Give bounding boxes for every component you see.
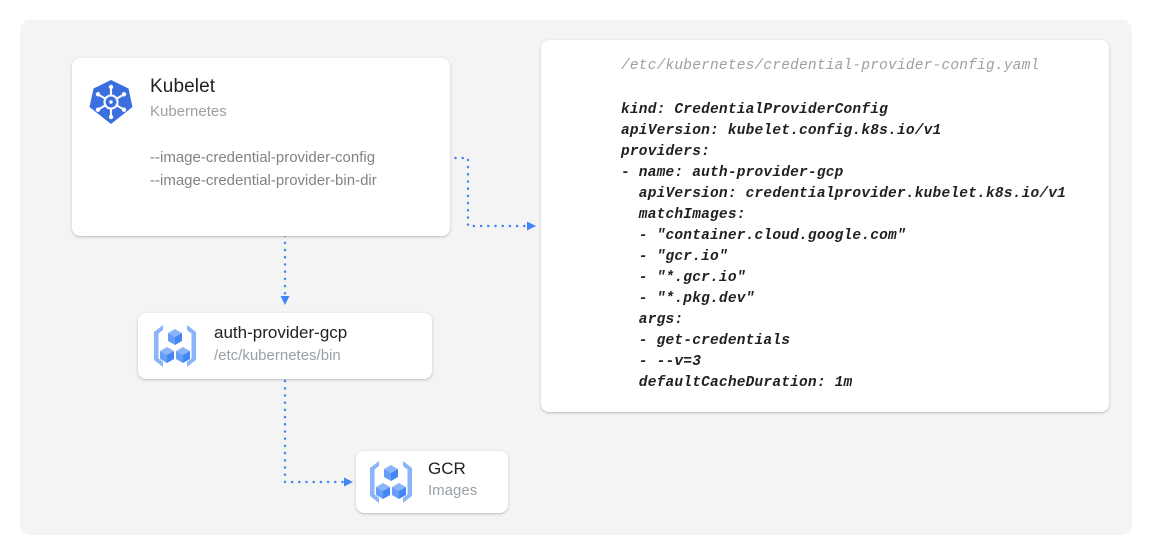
gcr-title: GCR bbox=[428, 459, 466, 478]
auth-provider-gcp-title: auth-provider-gcp bbox=[214, 323, 348, 342]
kubelet-title: Kubelet bbox=[150, 76, 216, 97]
kubernetes-logo-icon bbox=[89, 80, 133, 124]
config-yaml-code: kind: CredentialProviderConfig apiVersio… bbox=[621, 102, 1067, 391]
auth-provider-gcp-card[interactable]: auth-provider-gcp /etc/kubernetes/bin bbox=[138, 313, 432, 379]
kubelet-flag-image-credential-provider-bin-dir: --image-credential-provider-bin-dir bbox=[150, 172, 377, 189]
kubelet-card[interactable]: Kubelet Kubernetes --image-credential-pr… bbox=[72, 58, 450, 236]
container-registry-icon bbox=[154, 325, 196, 367]
credential-provider-config-card[interactable]: /etc/kubernetes/credential-provider-conf… bbox=[541, 40, 1109, 412]
gcr-subtitle: Images bbox=[428, 482, 478, 499]
kubelet-subtitle: Kubernetes bbox=[150, 103, 227, 120]
config-file-path: /etc/kubernetes/credential-provider-conf… bbox=[621, 58, 1040, 74]
kubelet-flag-image-credential-provider-config: --image-credential-provider-config bbox=[150, 149, 376, 166]
auth-provider-gcp-path: /etc/kubernetes/bin bbox=[214, 347, 341, 364]
gcr-card[interactable]: GCR Images bbox=[356, 451, 508, 513]
container-registry-icon bbox=[370, 461, 412, 503]
